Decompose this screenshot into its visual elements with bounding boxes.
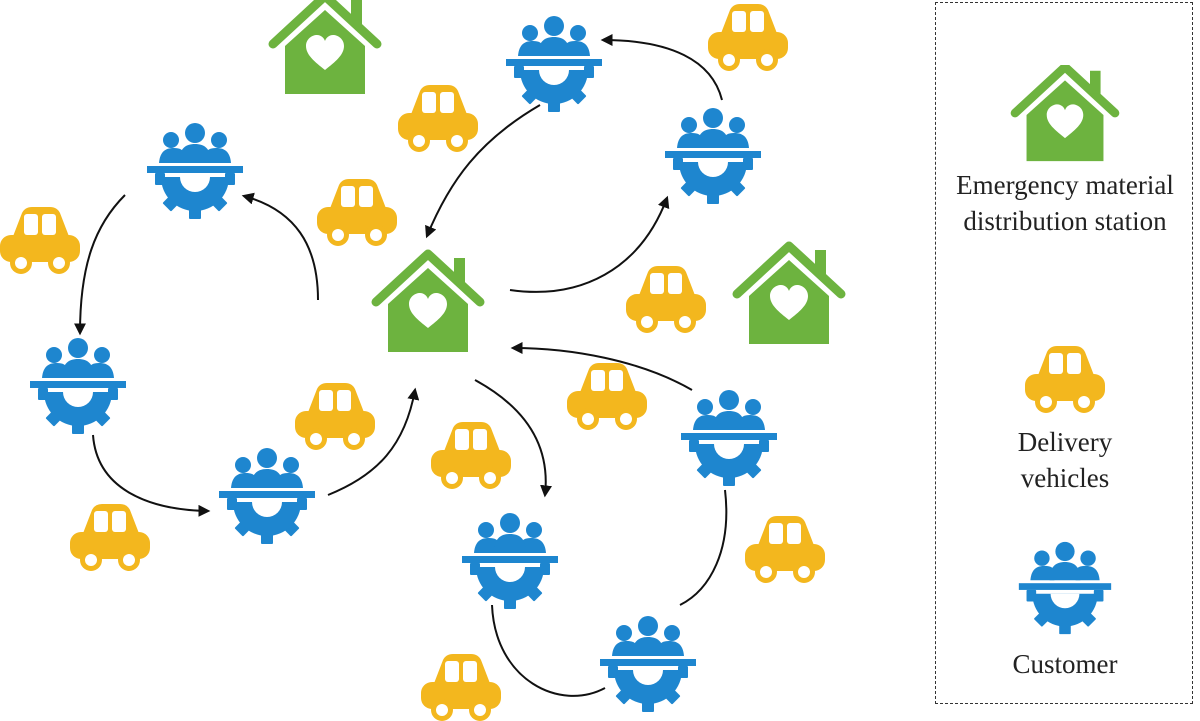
customer-gear-icon bbox=[147, 123, 243, 219]
car-icon bbox=[398, 85, 478, 152]
arrow-left-loop-top bbox=[241, 192, 319, 301]
arrow-station-to-bottom-customer bbox=[474, 379, 553, 498]
customer-gear-icon bbox=[600, 616, 696, 712]
car-icon bbox=[70, 504, 150, 571]
car-icon bbox=[626, 266, 706, 333]
customer-gear-icon bbox=[665, 108, 761, 204]
arrow-top-customer-to-station bbox=[425, 104, 541, 239]
car-icon bbox=[295, 383, 375, 450]
arrow-station-to-right-customer bbox=[509, 195, 670, 293]
legend-label-station: Emergency material distribution station bbox=[956, 170, 1174, 236]
customer-gear-icon bbox=[1018, 541, 1112, 635]
route-bottom-left bbox=[491, 604, 606, 697]
legend-item-station: Emergency material distribution station bbox=[936, 65, 1194, 239]
car-icon bbox=[317, 179, 397, 246]
car-icon bbox=[0, 207, 80, 274]
arrow-left-loop-right bbox=[327, 387, 420, 496]
car-icon bbox=[431, 422, 511, 489]
legend-item-customer: Customer bbox=[936, 538, 1194, 682]
arrow-left-loop-left bbox=[74, 194, 126, 336]
route-bottom-right bbox=[679, 489, 728, 606]
arrow-left-loop-bottom bbox=[92, 434, 211, 517]
legend-box: Emergency material distribution station … bbox=[935, 2, 1193, 704]
customer-gear-icon bbox=[219, 448, 315, 544]
legend-label-customer: Customer bbox=[1012, 649, 1118, 679]
customer-gear-icon bbox=[681, 390, 777, 486]
arrow-top-right-to-top-customer bbox=[600, 34, 723, 101]
car-icon bbox=[421, 654, 501, 721]
station-icon bbox=[273, 0, 377, 94]
arrows bbox=[74, 34, 723, 517]
customer-gear-icon bbox=[506, 16, 602, 112]
legend-label-vehicle: Delivery vehicles bbox=[1017, 427, 1113, 493]
station-icon bbox=[737, 246, 841, 344]
house-heart-icon bbox=[1005, 65, 1125, 165]
car-icon bbox=[745, 516, 825, 583]
car-icon bbox=[708, 4, 788, 71]
car-icon bbox=[567, 363, 647, 430]
legend-item-vehicle: Delivery vehicles bbox=[936, 340, 1194, 496]
customer-gear-icon bbox=[462, 513, 558, 609]
route-lines bbox=[491, 489, 728, 697]
arrow-right-customer-to-station bbox=[510, 342, 693, 391]
car-icon bbox=[1025, 346, 1105, 413]
station-icon bbox=[376, 254, 480, 352]
customer-gear-icon bbox=[30, 338, 126, 434]
